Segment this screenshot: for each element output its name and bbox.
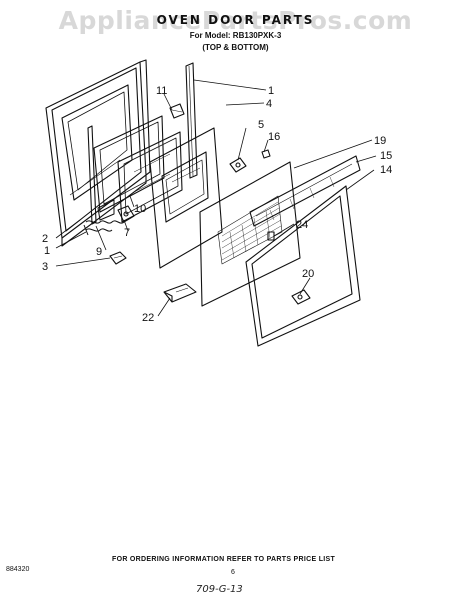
callout-5: 5 xyxy=(258,119,264,131)
watermark: AppliancePartsPros.com xyxy=(58,6,413,35)
bracket-part-5 xyxy=(229,157,247,173)
door-liner xyxy=(45,59,151,247)
handwritten-note: 709-G-13 xyxy=(196,584,243,595)
callout-2: 2 xyxy=(42,233,48,245)
subtitle: (TOP & BOTTOM) xyxy=(202,43,269,52)
callout-10: 10 xyxy=(134,203,146,215)
door-side-rods xyxy=(87,62,198,225)
fastener-part-16 xyxy=(261,149,271,159)
leader-lines xyxy=(55,79,377,317)
callout-3: 3 xyxy=(42,261,48,273)
inner-window-pack xyxy=(93,115,183,223)
doc-code: 884320 xyxy=(6,566,30,573)
clip-part-7 xyxy=(117,205,135,223)
model-line: For Model: RB130PXK-3 xyxy=(189,31,282,40)
callout-9: 9 xyxy=(96,246,102,258)
hinge-receptacle xyxy=(109,251,127,265)
callout-7: 7 xyxy=(124,227,130,239)
page-number: 6 xyxy=(231,569,235,576)
outer-door-panel xyxy=(199,161,301,307)
callout-14: 14 xyxy=(380,164,392,176)
window-frame xyxy=(149,127,223,269)
callout-4: 4 xyxy=(266,98,272,110)
callout-11: 11 xyxy=(156,85,167,97)
callout-24: 24 xyxy=(296,219,308,231)
callout-22: 22 xyxy=(142,312,154,324)
vent-trim-strip xyxy=(249,155,361,227)
part-callouts: 1 4 5 16 19 15 14 24 20 22 11 2 1 3 9 7 … xyxy=(42,85,392,324)
callout-1b: 1 xyxy=(44,245,50,257)
hinge-spring xyxy=(83,199,125,236)
callout-1: 1 xyxy=(268,85,274,97)
bracket-part-20 xyxy=(291,289,311,305)
clip-part-11 xyxy=(169,103,185,119)
callout-16: 16 xyxy=(268,131,280,143)
callout-15: 15 xyxy=(380,150,392,162)
page-title: OVEN DOOR PARTS xyxy=(156,13,315,27)
callout-19: 19 xyxy=(374,135,386,147)
door-gasket-frame xyxy=(245,185,361,347)
ordering-note: FOR ORDERING INFORMATION REFER TO PARTS … xyxy=(112,556,336,563)
callout-20: 20 xyxy=(302,268,314,280)
